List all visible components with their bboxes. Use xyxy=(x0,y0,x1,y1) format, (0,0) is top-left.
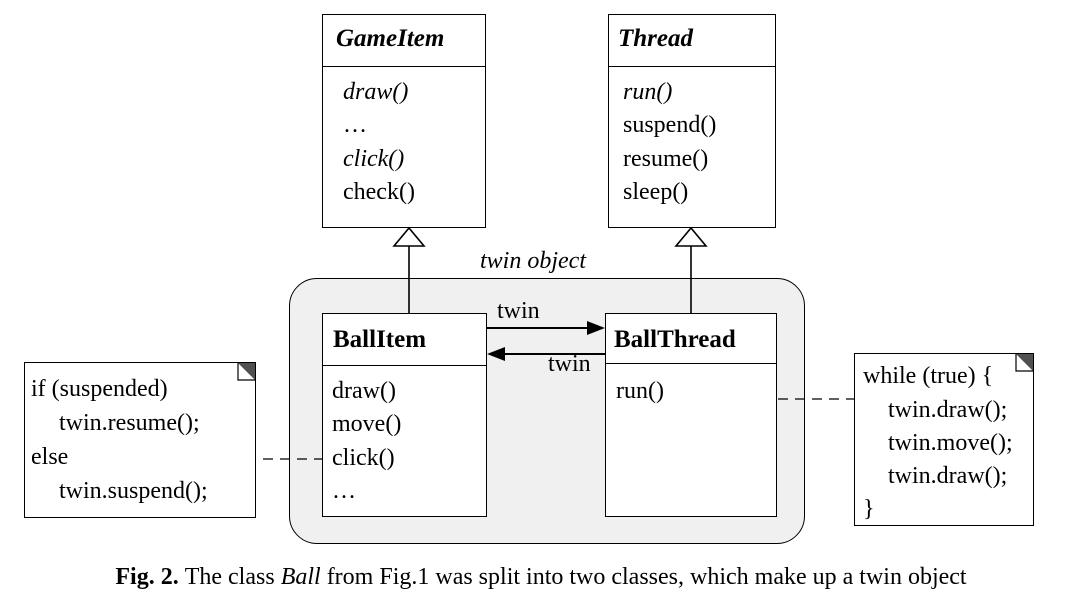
class-ballthread-name: BallThread xyxy=(614,326,736,353)
figure-caption: Fig. 2. The class Ball from Fig.1 was sp… xyxy=(0,563,1082,591)
note-left-line: else xyxy=(31,444,69,470)
note-left-line: twin.resume(); xyxy=(47,410,200,436)
class-ballthread: BallThread run() xyxy=(605,313,777,517)
class-ballthread-header: BallThread xyxy=(606,314,776,364)
inheritance-arrowhead-thread xyxy=(674,226,708,247)
class-gameitem: GameItem draw() … click() check() xyxy=(322,14,486,228)
association-label-forward: twin xyxy=(497,298,540,324)
method-ellipsis: … xyxy=(343,112,367,138)
class-ballitem-name: BallItem xyxy=(333,326,427,353)
class-thread: Thread run() suspend() resume() sleep() xyxy=(608,14,776,228)
class-thread-name: Thread xyxy=(618,25,693,52)
twin-arrow-backward-head xyxy=(487,347,505,361)
method-draw: draw() xyxy=(332,378,396,404)
note-left-line: if (suspended) xyxy=(31,376,168,402)
class-ballitem: BallItem draw() move() click() … xyxy=(322,313,487,517)
note-right-line: twin.draw(); xyxy=(876,463,1008,489)
method-run: run() xyxy=(616,378,664,404)
method-run: run() xyxy=(623,79,673,105)
note-right-line: twin.draw(); xyxy=(876,397,1008,423)
method-click: click() xyxy=(332,445,395,471)
note-left: if (suspended) twin.resume(); else twin.… xyxy=(24,362,256,518)
caption-label: Fig. 2. xyxy=(115,564,179,590)
method-resume: resume() xyxy=(623,146,709,172)
method-check: check() xyxy=(343,179,415,205)
method-click: click() xyxy=(343,146,405,172)
class-thread-header: Thread xyxy=(609,15,775,67)
twin-arrow-forward-head xyxy=(587,321,605,335)
note-right-line: twin.move(); xyxy=(876,430,1013,456)
class-gameitem-name: GameItem xyxy=(336,25,445,52)
twin-object-label: twin object xyxy=(480,248,586,274)
note-right-line: while (true) { xyxy=(863,363,994,389)
inheritance-arrowhead-gameitem xyxy=(392,226,426,247)
caption-text-1: The class xyxy=(178,564,281,590)
note-left-line: twin.suspend(); xyxy=(47,478,208,504)
note-right-line: } xyxy=(863,496,875,522)
method-ellipsis: … xyxy=(332,478,356,504)
class-ballitem-header: BallItem xyxy=(323,314,486,366)
method-suspend: suspend() xyxy=(623,112,717,138)
note-right: while (true) { twin.draw(); twin.move();… xyxy=(854,353,1034,526)
caption-text-2: from Fig.1 was split into two classes, w… xyxy=(320,564,967,590)
association-label-backward: twin xyxy=(548,351,591,377)
method-draw: draw() xyxy=(343,79,409,105)
method-sleep: sleep() xyxy=(623,179,689,205)
method-move: move() xyxy=(332,411,402,437)
caption-emphasis: Ball xyxy=(280,564,321,590)
class-gameitem-header: GameItem xyxy=(323,15,485,67)
